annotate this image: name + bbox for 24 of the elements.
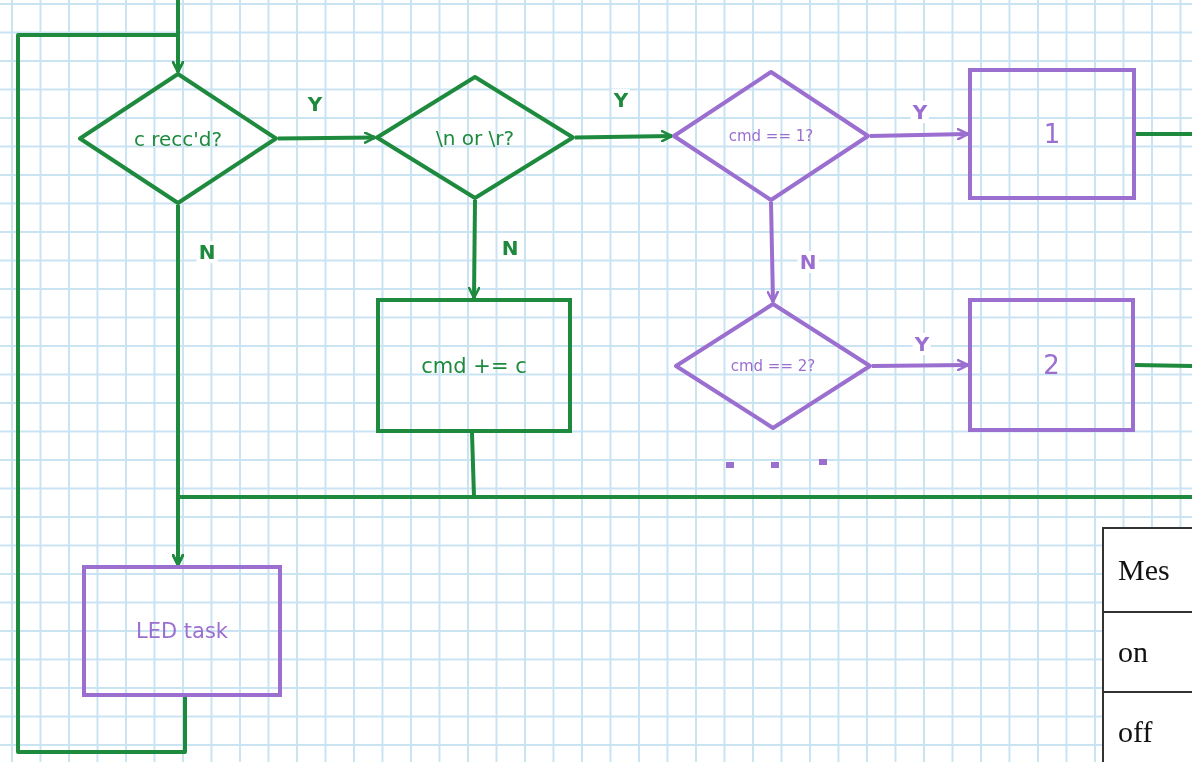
arrow [171, 495, 1192, 567]
decision-text: cmd == 2? [730, 357, 816, 375]
arrow [467, 199, 481, 300]
process-box: cmd += c [376, 298, 572, 433]
table-cell: Mes [1104, 529, 1192, 613]
edge-label: Y [910, 101, 930, 123]
arrow [16, 33, 187, 754]
edge-label: N [196, 241, 218, 263]
edge-label: N [797, 251, 819, 273]
arrow [871, 358, 970, 372]
table-cell: on [1104, 613, 1192, 693]
arrow [869, 127, 970, 141]
connector-line [1136, 132, 1192, 136]
edge-label: Y [912, 333, 932, 355]
arrow [766, 201, 780, 304]
arrow [277, 131, 377, 144]
decision-text: cmd == 1? [728, 127, 814, 145]
decision-text: c recc'd? [133, 126, 223, 151]
decision-text: \n or \r? [435, 125, 515, 150]
table-cell: off [1104, 693, 1192, 762]
process-box: 2 [968, 298, 1135, 432]
connector-line [1134, 363, 1192, 368]
process-box: LED task [82, 565, 282, 697]
process-box: 1 [968, 68, 1136, 200]
